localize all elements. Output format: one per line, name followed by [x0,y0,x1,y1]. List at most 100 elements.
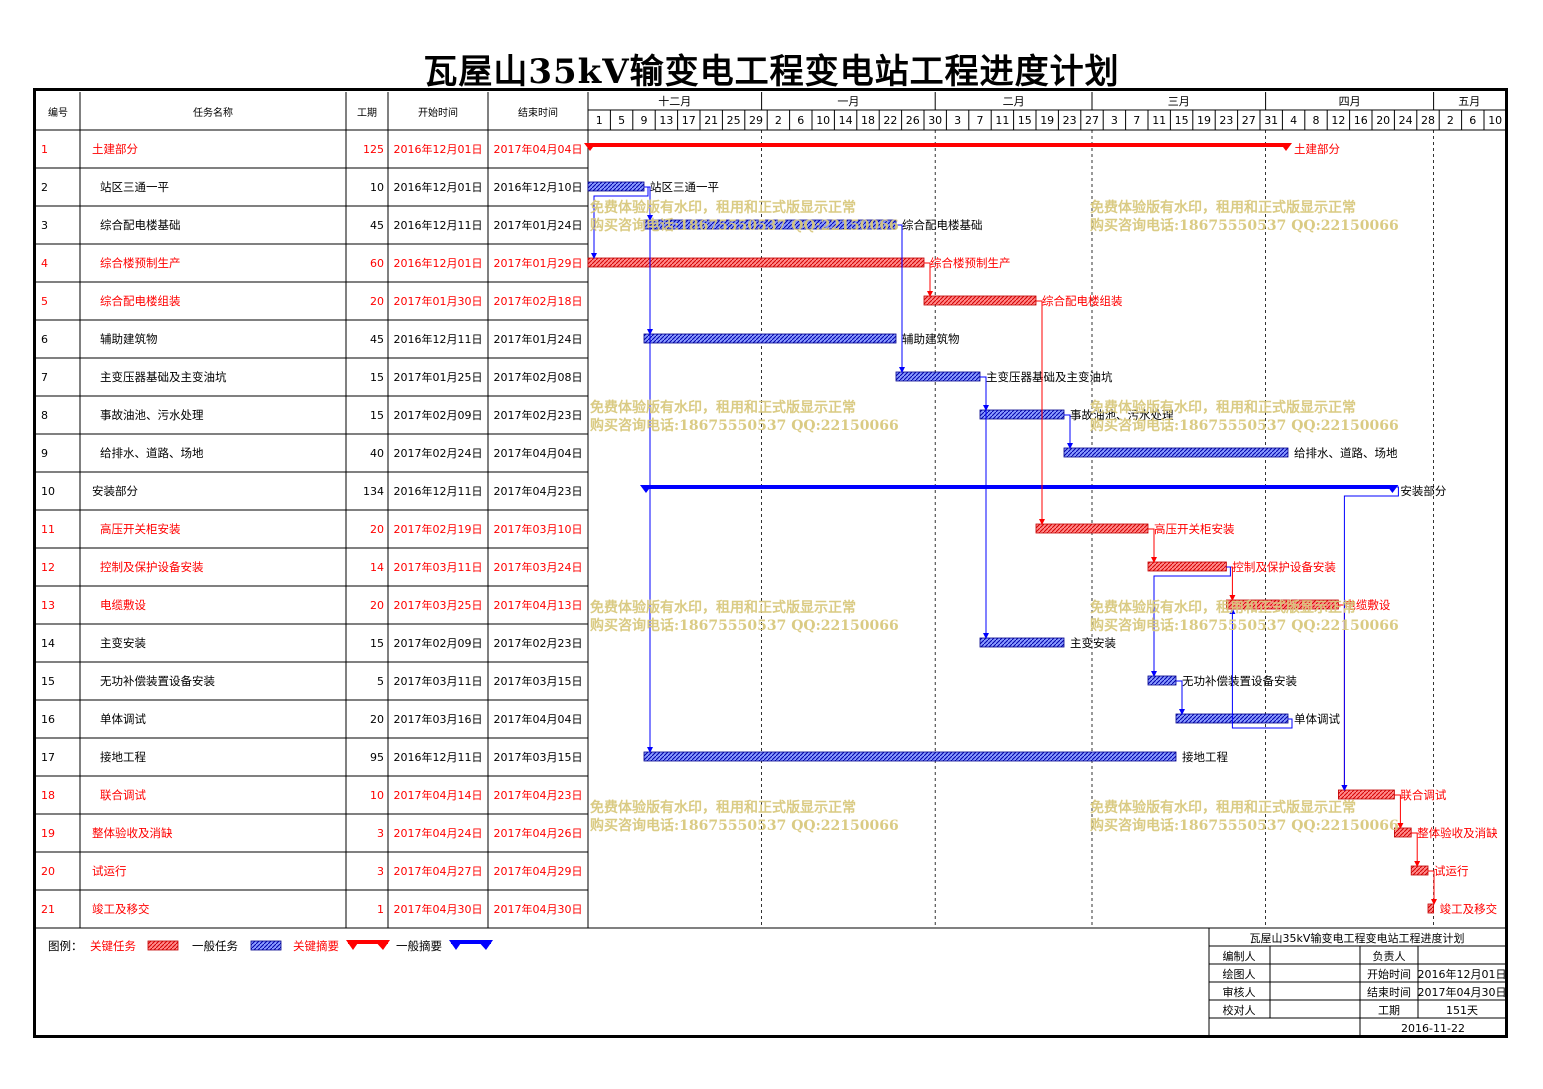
task-id: 12 [41,561,55,574]
legend: 图例：关键任务一般任务关键摘要一般摘要 [48,939,493,953]
column-header-duration: 工期 [357,107,377,119]
dependency-link [1428,870,1437,905]
title-block-date: 2016-11-22 [1401,1022,1465,1035]
task-id: 16 [41,713,55,726]
task-name: 接地工程 [100,750,146,764]
bar-label: 联合调试 [1400,788,1446,802]
timeline-month: 五月 [1458,95,1480,108]
gantt-bar: 综合配电楼组装 [923,294,1123,308]
task-end: 2017年01月24日 [494,332,583,346]
task-start: 2016年12月01日 [394,180,483,194]
timeline-tick: 6 [797,114,804,127]
dependency-link [1148,528,1157,563]
svg-text:购买咨询电话:18675550537 QQ:22150066: 购买咨询电话:18675550537 QQ:22150066 [590,217,899,234]
task-name: 站区三通一平 [100,180,169,194]
legend-normal-task: 一般任务 [192,939,238,953]
dependency-link [1394,794,1404,829]
gantt-bar: 主变安装 [979,636,1116,650]
dependency-links [591,186,1437,905]
task-end: 2017年04月23日 [494,788,583,802]
bar-label: 土建部分 [1294,142,1340,156]
legend-normal-summary: 一般摘要 [396,939,442,953]
task-start: 2017年01月25日 [394,370,483,384]
bar-label: 综合配电楼组装 [1042,294,1123,308]
task-id: 3 [41,219,48,232]
task-name: 综合配电楼组装 [100,294,181,308]
timeline-tick: 4 [1290,114,1297,127]
task-duration: 10 [370,181,384,194]
timeline-tick: 7 [977,114,984,127]
task-duration: 125 [363,143,384,156]
task-start: 2016年12月11日 [394,332,483,346]
task-start: 2017年03月16日 [394,712,483,726]
timeline-tick: 30 [928,114,942,127]
dependency-link [896,224,905,373]
task-duration: 5 [377,675,384,688]
task-name: 联合调试 [100,788,146,802]
timeline-tick: 29 [749,114,763,127]
gantt-bar: 安装部分 [640,484,1447,498]
gantt-bar: 无功补偿装置设备安装 [1147,674,1297,688]
bar-label: 事故油池、污水处理 [1070,408,1174,422]
timeline-tick: 19 [1197,114,1211,127]
timeline-tick: 16 [1354,114,1368,127]
task-start: 2017年03月25日 [394,598,483,612]
bar-label: 辅助建筑物 [902,332,960,346]
task-start: 2017年04月14日 [394,788,483,802]
chart-title: 瓦屋山35kV输变电工程变电站工程进度计划 [423,52,1120,92]
svg-text:购买咨询电话:18675550537 QQ:22150066: 购买咨询电话:18675550537 QQ:22150066 [590,417,899,434]
timeline-month: 二月 [1003,95,1025,108]
timeline-tick: 2 [1447,114,1454,127]
svg-text:免费体验版有水印，租用和正式版显示正常: 免费体验版有水印，租用和正式版显示正常 [590,199,856,216]
task-name: 事故油池、污水处理 [100,408,204,422]
task-name: 竣工及移交 [92,902,150,916]
task-id: 11 [41,523,55,536]
task-name: 电缆敷设 [100,598,146,612]
task-end: 2017年04月04日 [494,446,583,460]
task-start: 2017年02月19日 [394,522,483,536]
task-end: 2017年04月29日 [494,864,583,878]
task-id: 4 [41,257,48,270]
timeline-tick: 23 [1063,114,1077,127]
task-duration: 1 [377,903,384,916]
task-name: 整体验收及消缺 [92,826,173,840]
task-start: 2016年12月11日 [394,484,483,498]
task-id: 14 [41,637,55,650]
svg-text:免费体验版有水印，租用和正式版显示正常: 免费体验版有水印，租用和正式版显示正常 [590,399,856,416]
task-duration: 15 [370,409,384,422]
timeline-tick: 20 [1376,114,1390,127]
timeline-tick: 15 [1018,114,1032,127]
task-end: 2017年02月23日 [494,636,583,650]
svg-text:购买咨询电话:18675550537 QQ:22150066: 购买咨询电话:18675550537 QQ:22150066 [1090,217,1399,234]
task-duration: 134 [363,485,384,498]
timeline-tick: 11 [1152,114,1166,127]
task-end: 2017年04月30日 [494,902,583,916]
task-name: 给排水、道路、场地 [100,446,204,460]
bar-label: 站区三通一平 [650,180,719,194]
bar-label: 主变安装 [1070,636,1116,650]
timeline-tick: 31 [1264,114,1278,127]
task-id: 2 [41,181,48,194]
bar-label: 整体验收及消缺 [1417,826,1498,840]
gantt-bar: 土建部分 [584,142,1340,156]
task-id: 21 [41,903,55,916]
timeline-tick: 19 [1040,114,1054,127]
title-block-drawer-label: 绘图人 [1223,967,1256,981]
task-duration: 60 [370,257,384,270]
task-start: 2017年02月24日 [394,446,483,460]
task-duration: 14 [370,561,384,574]
task-id: 17 [41,751,55,764]
task-end: 2017年03月24日 [494,560,583,574]
